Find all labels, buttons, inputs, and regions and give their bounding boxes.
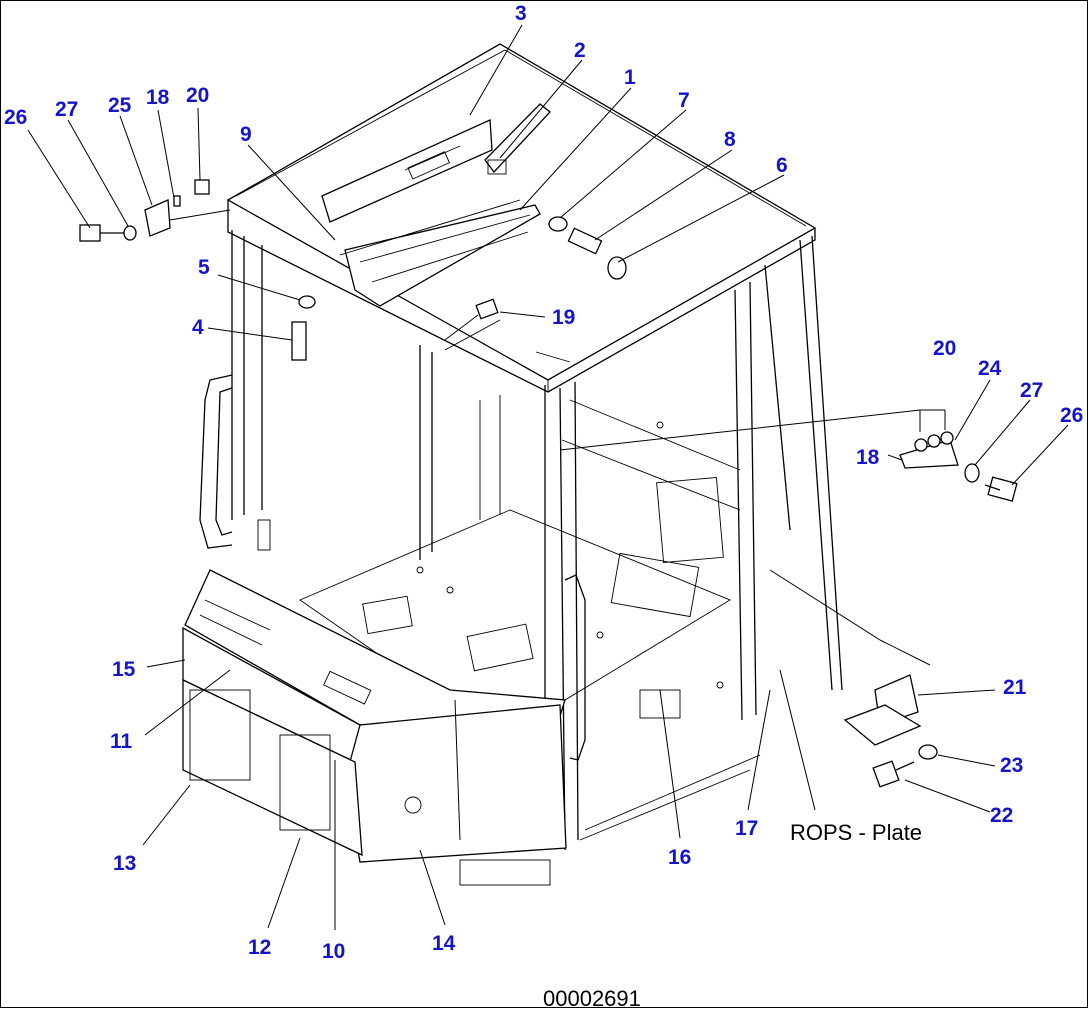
callout-2: 2 <box>574 39 586 62</box>
leader-lines <box>27 24 1069 930</box>
cab-frame <box>199 230 843 851</box>
callout-21: 21 <box>1003 676 1027 699</box>
callout-8: 8 <box>724 128 736 151</box>
callout-20: 20 <box>186 84 209 107</box>
callout-10: 10 <box>322 940 345 963</box>
callout-9: 9 <box>240 123 252 146</box>
callout-labels: 3 2 1 7 8 6 26 27 25 18 20 9 5 4 19 20 2… <box>4 2 1083 1010</box>
top-small-parts <box>291 216 627 361</box>
callout-27: 27 <box>55 98 78 121</box>
roof <box>226 43 817 393</box>
callout-16: 16 <box>668 846 691 869</box>
callout-4: 4 <box>192 316 204 339</box>
callout-15: 15 <box>112 658 136 681</box>
callout-14: 14 <box>432 932 456 955</box>
document-number: 00002691 <box>543 986 641 1010</box>
callout-13: 13 <box>113 852 136 875</box>
callout-3: 3 <box>515 2 527 25</box>
left-side-parts <box>79 179 231 242</box>
callout-18-right: 18 <box>856 446 880 469</box>
callout-26-right: 26 <box>1060 404 1083 427</box>
callout-20-right: 20 <box>933 337 956 360</box>
callout-5: 5 <box>198 256 210 279</box>
callout-7: 7 <box>678 89 690 112</box>
front-console <box>182 519 567 886</box>
callout-27-right: 27 <box>1020 379 1043 402</box>
callout-26: 26 <box>4 106 27 129</box>
callout-6: 6 <box>776 154 788 177</box>
callout-12: 12 <box>248 936 271 959</box>
callout-11: 11 <box>110 730 133 753</box>
rops-plate-parts <box>843 674 938 788</box>
callout-24: 24 <box>978 357 1002 380</box>
callout-18: 18 <box>146 86 170 109</box>
callout-23: 23 <box>1000 754 1023 777</box>
callout-22: 22 <box>990 804 1013 827</box>
callout-1: 1 <box>624 66 636 89</box>
callout-25: 25 <box>108 94 132 117</box>
right-side-parts <box>899 431 1018 502</box>
callout-19: 19 <box>552 306 575 329</box>
rops-plate-label: ROPS - Plate <box>790 820 922 845</box>
callout-17: 17 <box>735 817 758 840</box>
